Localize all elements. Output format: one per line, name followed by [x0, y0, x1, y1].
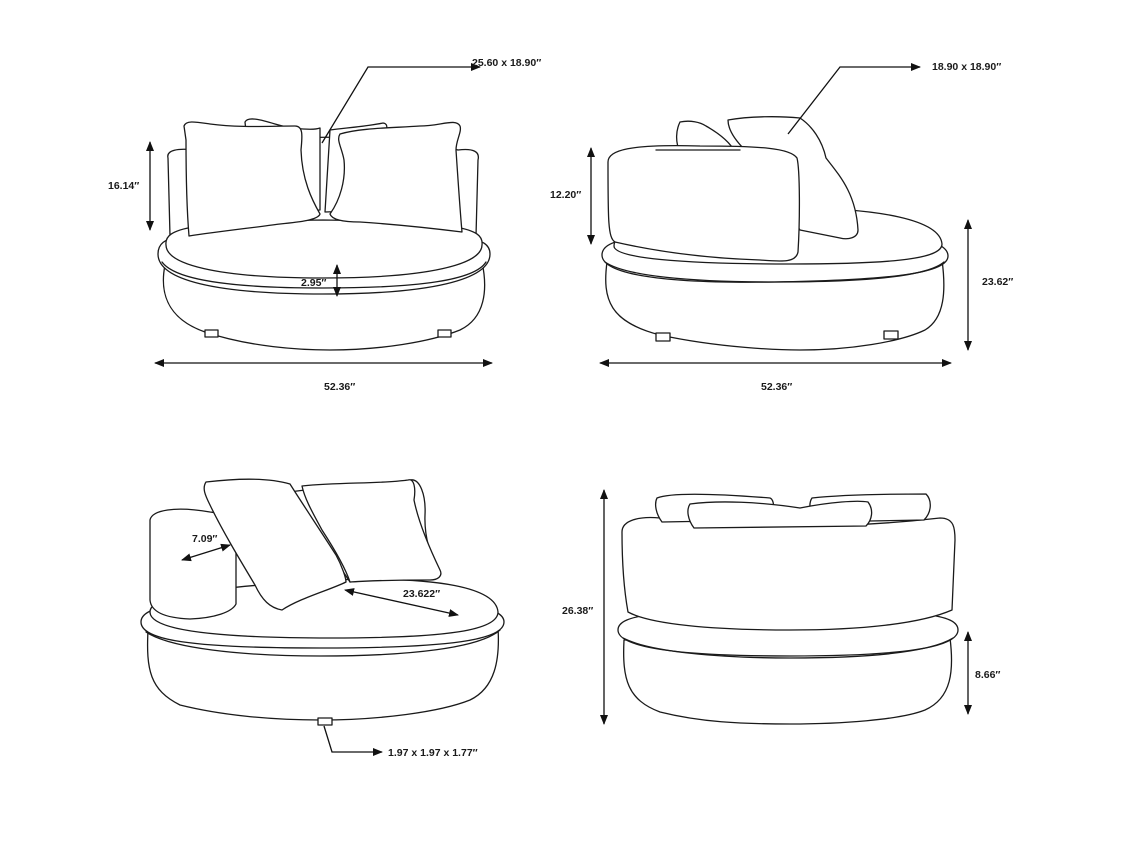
- side-back-height-label: 12.20″: [550, 189, 581, 201]
- front-pillow-right: [329, 121, 463, 233]
- front-seat-depth-label: 2.95″: [301, 277, 326, 289]
- angle-bolster-label: 7.09″: [192, 533, 217, 545]
- angle-bolster: [149, 508, 237, 620]
- side-rear-pillow-small: [675, 120, 736, 153]
- back-total-height-label: 26.38″: [562, 605, 593, 617]
- front-back-height-label: 16.14″: [108, 180, 139, 192]
- angled-view: 7.09″ 23.622″ 1.97 x 1.97 x 1.77″: [140, 478, 505, 759]
- side-total-height-label: 23.62″: [982, 276, 1013, 288]
- side-leg-left: [655, 332, 671, 342]
- angle-leg: [317, 717, 333, 726]
- front-pillow-left: [183, 121, 321, 237]
- side-leg-right: [883, 330, 899, 340]
- front-leg-right: [437, 329, 452, 338]
- side-view: 18.90 x 18.90″ 12.20″ 23.62″ 52.36″: [550, 61, 1013, 393]
- front-pillow-size-label: 25.60 x 18.90″: [472, 57, 541, 69]
- angle-pillow-right: [301, 479, 442, 583]
- side-pillow-size-label: 18.90 x 18.90″: [932, 61, 1001, 73]
- angle-leg-size-label: 1.97 x 1.97 x 1.77″: [388, 747, 478, 759]
- front-view: 25.60 x 18.90″ 16.14″ 2.95″ 52.36″: [108, 57, 541, 393]
- back-view: 26.38″ 8.66″: [562, 489, 1000, 725]
- angle-seat-depth-label: 23.622″: [403, 588, 440, 600]
- back-pillow-center: [687, 500, 873, 529]
- front-leg-left: [204, 329, 219, 338]
- side-back-block: [607, 145, 801, 262]
- side-width-label: 52.36″: [761, 381, 792, 393]
- back-base-height-label: 8.66″: [975, 669, 1000, 681]
- back-base: [623, 637, 953, 725]
- back-rest: [621, 516, 956, 631]
- side-base: [605, 259, 945, 351]
- angle-pillow-left: [203, 478, 347, 611]
- front-width-label: 52.36″: [324, 381, 355, 393]
